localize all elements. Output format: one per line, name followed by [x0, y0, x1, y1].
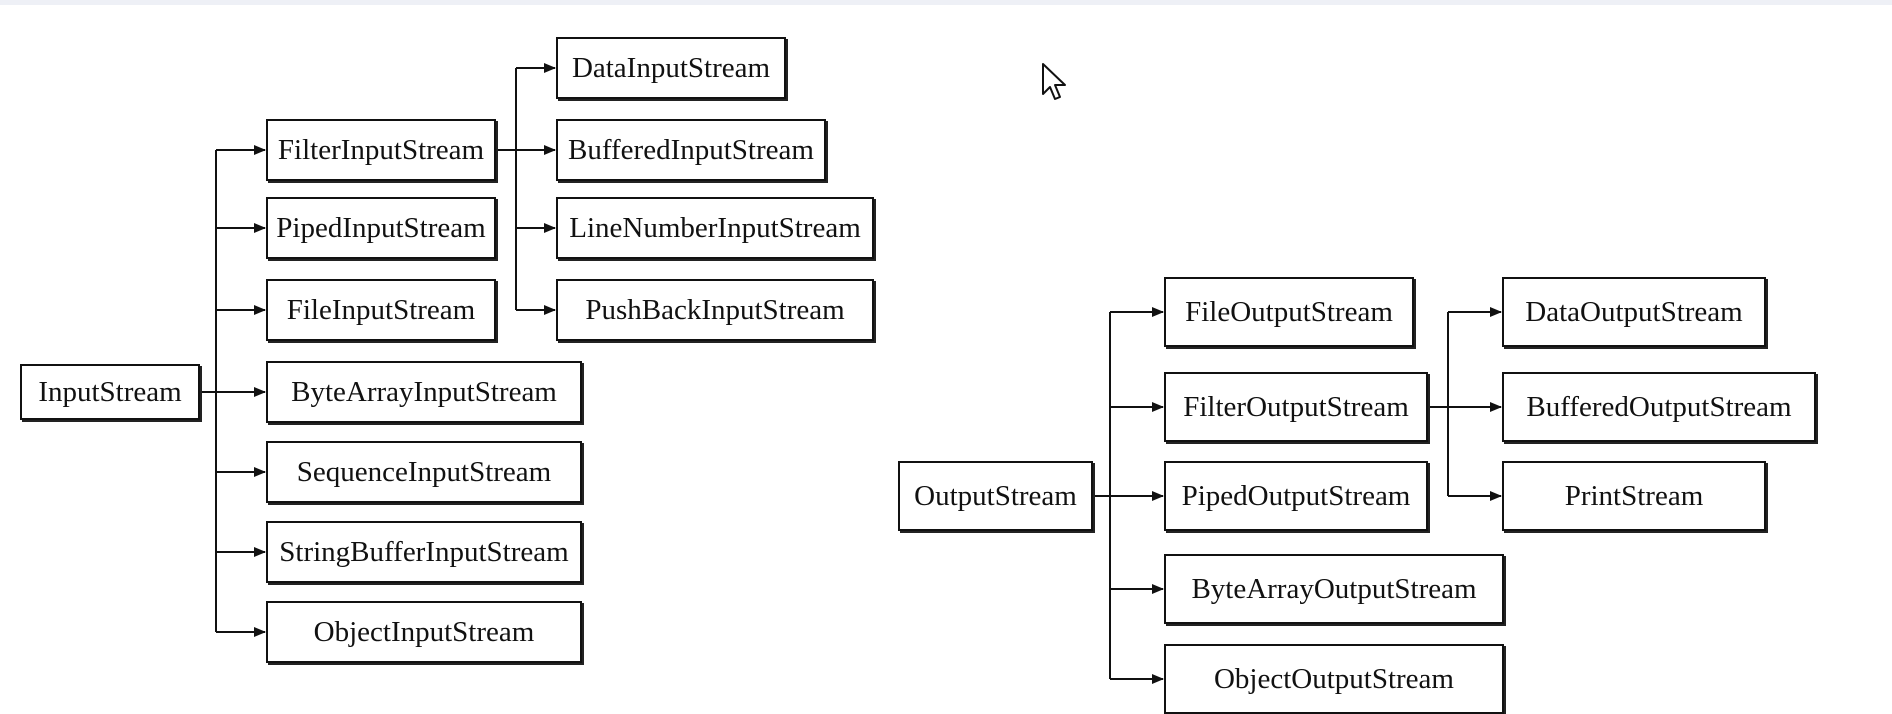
node-fileoutputstream: FileOutputStream — [1164, 277, 1414, 347]
node-filterinputstream: FilterInputStream — [266, 119, 496, 181]
node-pipedinputstream: PipedInputStream — [266, 197, 496, 259]
node-bytearrayinputstream: ByteArrayInputStream — [266, 361, 582, 423]
mouse-pointer-icon — [1042, 63, 1066, 100]
node-sequenceinputstream: SequenceInputStream — [266, 441, 582, 503]
node-stringbufferinputstream: StringBufferInputStream — [266, 521, 582, 583]
window-top-strip — [0, 0, 1892, 5]
node-objectoutputstream: ObjectOutputStream — [1164, 644, 1504, 714]
node-fileinputstream: FileInputStream — [266, 279, 496, 341]
node-printstream: PrintStream — [1502, 461, 1766, 531]
node-linenumberinputstream: LineNumberInputStream — [556, 197, 874, 259]
node-datainputstream: DataInputStream — [556, 37, 786, 99]
node-pushbackinputstream: PushBackInputStream — [556, 279, 874, 341]
node-bufferedoutputstream: BufferedOutputStream — [1502, 372, 1816, 442]
node-inputstream: InputStream — [20, 364, 200, 420]
node-dataoutputstream: DataOutputStream — [1502, 277, 1766, 347]
node-filteroutputstream: FilterOutputStream — [1164, 372, 1428, 442]
node-outputstream: OutputStream — [898, 461, 1093, 531]
node-pipedoutputstream: PipedOutputStream — [1164, 461, 1428, 531]
node-bufferedinputstream: BufferedInputStream — [556, 119, 826, 181]
node-bytearrayoutputstream: ByteArrayOutputStream — [1164, 554, 1504, 624]
node-objectinputstream: ObjectInputStream — [266, 601, 582, 663]
